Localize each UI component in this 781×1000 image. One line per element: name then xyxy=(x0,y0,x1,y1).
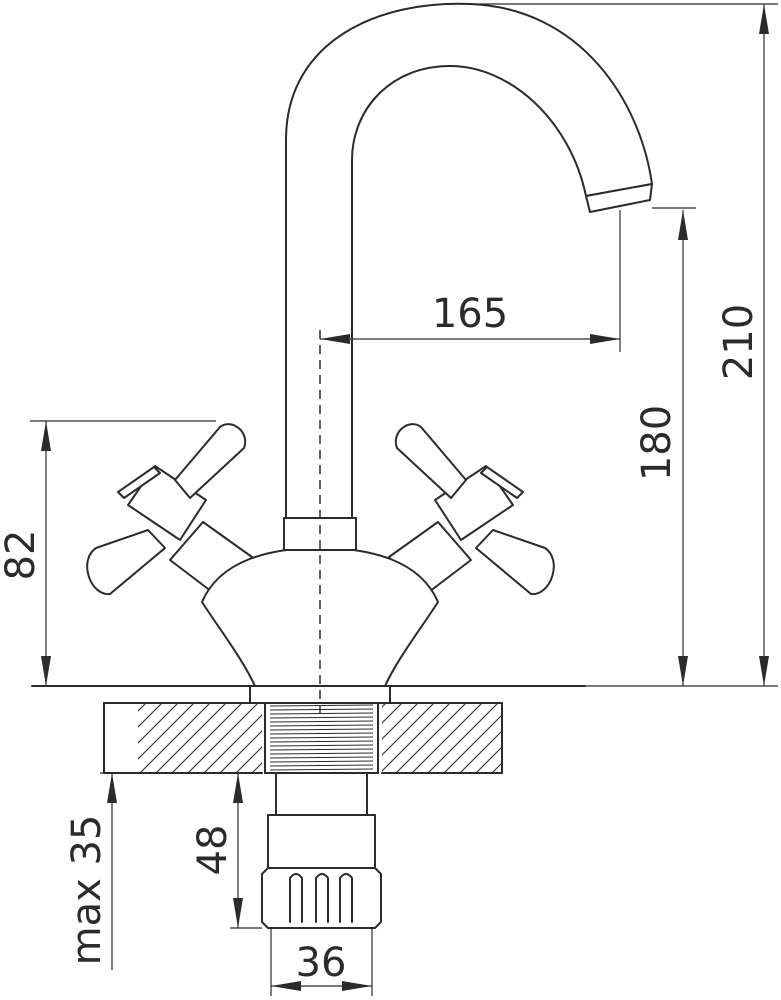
dim-label-82: 82 xyxy=(0,530,44,581)
threaded-shank xyxy=(264,700,379,816)
thread-line xyxy=(269,760,374,763)
thread-line xyxy=(269,740,374,743)
hatch-line xyxy=(411,703,483,773)
hatch-line xyxy=(475,746,502,773)
hatch-line xyxy=(138,703,147,712)
hatch-line xyxy=(540,703,610,773)
thread-line xyxy=(269,724,374,727)
thread-line xyxy=(269,736,374,739)
countertop-hatch-right xyxy=(382,703,642,773)
countertop-hatch-left xyxy=(60,703,262,773)
hatch-line xyxy=(508,703,578,773)
shank-threads xyxy=(269,704,374,771)
dim-label-210: 210 xyxy=(716,304,762,380)
hatch-line xyxy=(171,703,243,773)
dim-label-165: 165 xyxy=(432,291,508,337)
dim-label-36: 36 xyxy=(296,940,347,986)
hatch-line xyxy=(138,703,163,728)
hatch-line xyxy=(219,730,262,773)
hatch-line xyxy=(443,714,502,773)
thread-line xyxy=(269,764,374,767)
hatch-line xyxy=(139,703,211,773)
hatch-line xyxy=(427,703,499,773)
hatch-line xyxy=(556,703,626,773)
thread-line xyxy=(269,744,374,747)
hatch-line xyxy=(138,703,179,744)
thread-line xyxy=(269,704,374,707)
hatch-line xyxy=(60,703,130,773)
dim-label-48: 48 xyxy=(190,825,236,876)
spout xyxy=(283,2,653,551)
thread-line xyxy=(269,712,374,715)
thread-line xyxy=(269,752,374,755)
dimension-spout-reach: 165 xyxy=(320,291,620,344)
dim-label-180: 180 xyxy=(634,405,680,481)
thread-line xyxy=(269,756,374,759)
dimension-nut-width: 36 xyxy=(271,940,372,991)
hatch-line xyxy=(235,746,262,773)
extension-lines xyxy=(30,3,778,996)
hatch-line xyxy=(155,703,227,773)
dimension-max-counter: max 35 xyxy=(64,773,117,970)
hatch-line xyxy=(395,703,467,773)
thread-line xyxy=(269,728,374,731)
hatch-line xyxy=(187,703,259,773)
hatch-line xyxy=(382,703,403,724)
hatch-line xyxy=(382,703,435,756)
spout-aerator xyxy=(585,183,653,213)
dimension-total-height: 210 xyxy=(716,4,769,686)
thread-line xyxy=(269,720,374,723)
thread-line xyxy=(269,708,374,711)
thread-line xyxy=(269,748,374,751)
hatch-line xyxy=(459,730,502,773)
dim-label-max35: max 35 xyxy=(64,815,110,966)
countertop-section xyxy=(31,685,642,774)
thread-line xyxy=(269,732,374,735)
mounting-nut xyxy=(261,814,382,929)
thread-line xyxy=(269,716,374,719)
dimension-handle-height: 82 xyxy=(0,421,51,686)
hatch-line xyxy=(382,703,451,772)
hatch-line xyxy=(572,703,642,773)
hatch-line xyxy=(382,703,419,740)
dimension-outlet-height: 180 xyxy=(634,210,688,686)
hatch-line xyxy=(138,703,195,760)
dimension-thread-length: 48 xyxy=(190,773,243,928)
thread-line xyxy=(269,768,374,771)
hatch-line xyxy=(203,714,262,773)
hatch-line xyxy=(524,703,594,773)
